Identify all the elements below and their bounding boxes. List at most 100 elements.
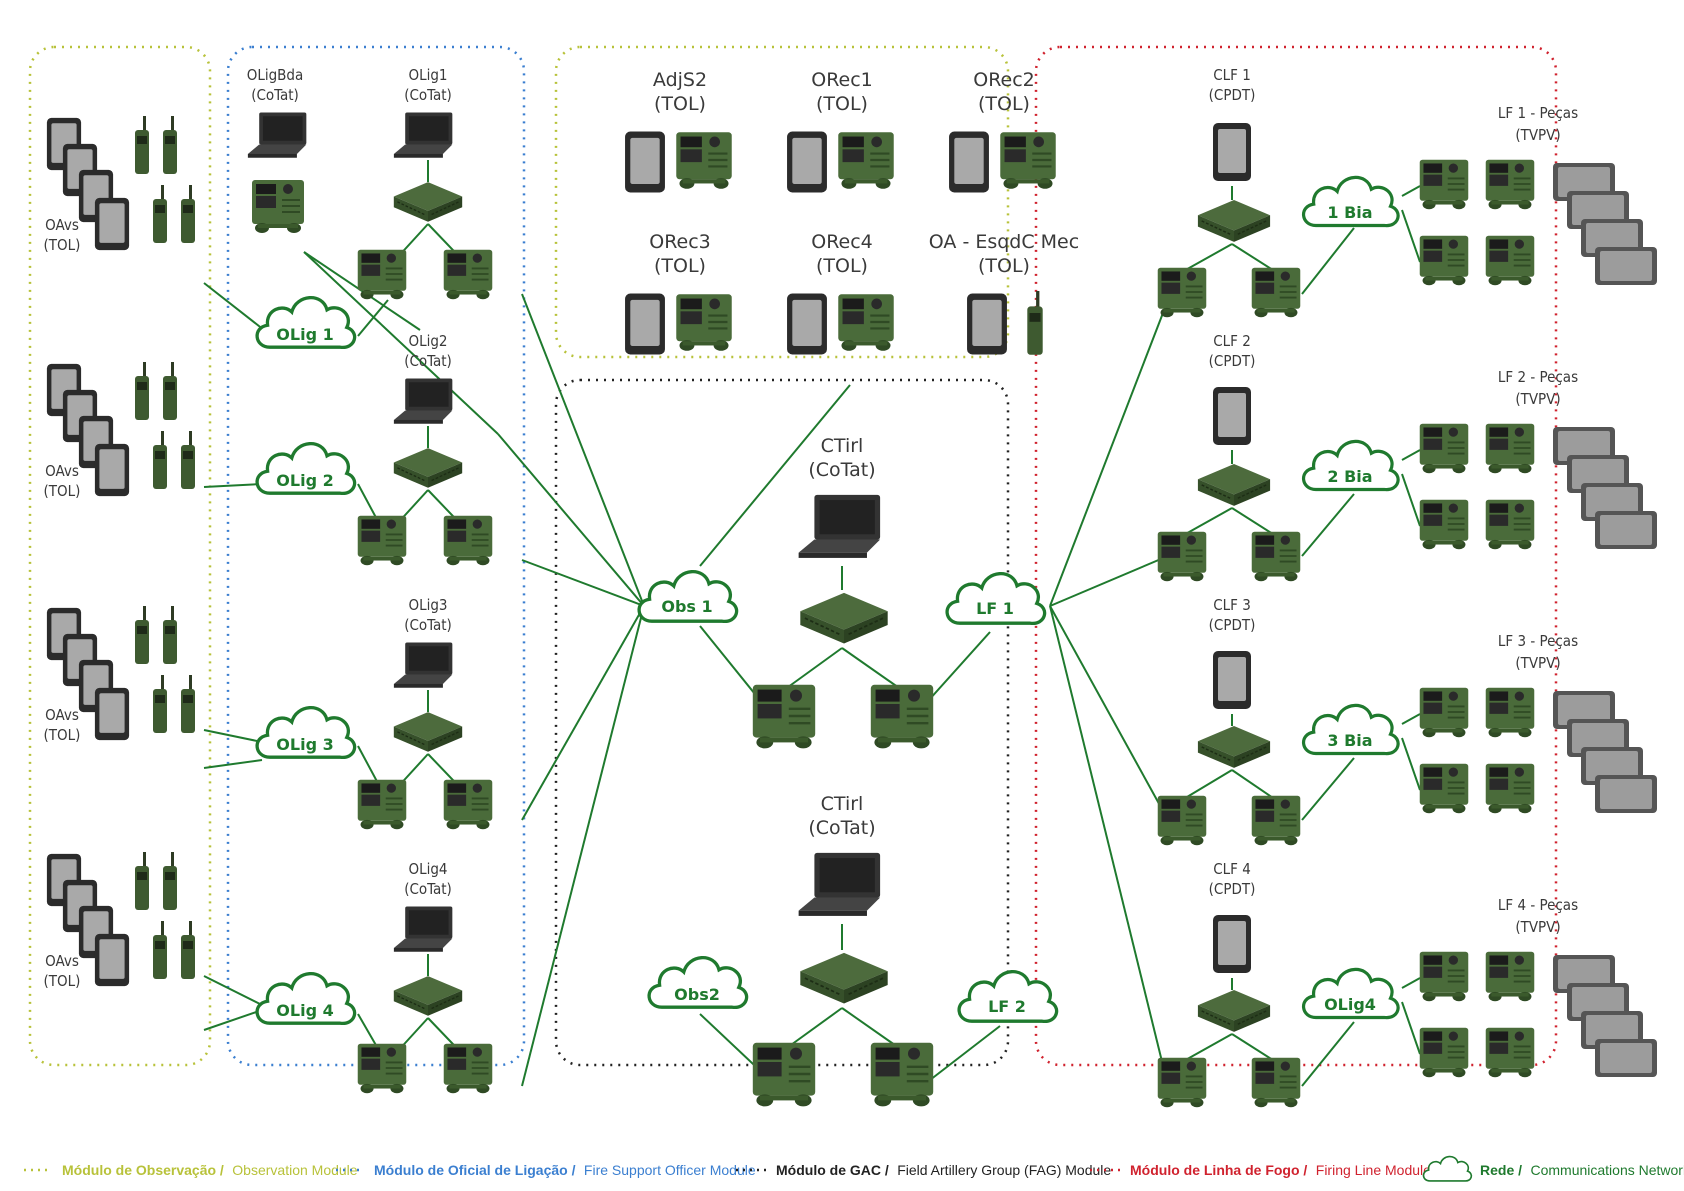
observation-column: OAvs (TOL) OAvs (TOL) OAvs (TOL) OAvs (T… (44, 116, 195, 990)
network-link (203, 483, 263, 488)
node-sublabel: (TOL) (816, 93, 868, 115)
observation-group-1: OAvs (TOL) (44, 116, 195, 254)
clf-node-1: CLF 1 (CPDT) (1156, 66, 1302, 319)
node-sublabel: (CPDT) (1209, 616, 1256, 634)
cloud-obs-1: Obs 1 (637, 569, 739, 624)
node-orec3: ORec3 (TOL) (625, 231, 733, 355)
network-link (357, 299, 389, 337)
cloud-obs-2: Obs2 (647, 955, 749, 1010)
fso-node-olig4: OLig4 (CoTat) (356, 860, 494, 1095)
network-link (1401, 185, 1421, 197)
node-adjs2: AdjS2 (TOL) (625, 69, 733, 193)
network-link (1231, 1033, 1277, 1063)
network-link (1401, 977, 1421, 989)
observation-group-4: OAvs (TOL) (44, 852, 195, 990)
network-link (1301, 227, 1355, 295)
node-label: ORec2 (973, 69, 1035, 91)
clf-node-4: CLF 4 (CPDT) (1156, 860, 1302, 1109)
network-link (1301, 757, 1355, 821)
node-label: LF 1 - Peças (1498, 104, 1578, 122)
cloud-label: LF 1 (976, 599, 1014, 618)
network-link (203, 1009, 263, 1031)
legend-observation: Módulo de Observação / Observation Modul… (62, 1162, 358, 1179)
node-sublabel: (TOL) (978, 255, 1030, 277)
pecas-group-1: LF 1 - Peças (TVPV) (1418, 104, 1657, 287)
cloud-label: OLig 2 (276, 471, 333, 490)
gac-center: CTirl (CoTat) CTirl (CoTat) Obs 1 LF 1 O… (637, 435, 1059, 1108)
node-sublabel: (CPDT) (1209, 86, 1256, 104)
node-label: CTirl (821, 435, 864, 457)
network-link (1231, 507, 1277, 537)
network-link (1181, 243, 1233, 273)
cloud-olig4-firing: OLig4 (1301, 967, 1400, 1020)
node-label: CLF 1 (1213, 66, 1251, 84)
network-link (1231, 243, 1277, 273)
cloud-label: OLig4 (1324, 995, 1376, 1014)
network-link (521, 559, 645, 607)
network-link (1401, 449, 1421, 461)
network-links (203, 160, 1421, 1087)
gac-top-boundary (554, 45, 1010, 359)
network-link (929, 1025, 1001, 1081)
network-link (203, 759, 263, 769)
fso-column: OLigBda (CoTat) OLig1 (CoTat) OLig2 (CoT… (247, 66, 494, 1095)
node-sublabel: (CoTat) (808, 459, 875, 481)
cloud-label: OLig 1 (276, 325, 333, 344)
cloud-label: 1 Bia (1327, 203, 1372, 222)
cloud-label: OLig 4 (276, 1001, 333, 1020)
network-link (521, 605, 645, 1087)
node-sublabel: (CPDT) (1209, 352, 1256, 370)
node-sublabel: (TOL) (654, 93, 706, 115)
network-link (1049, 299, 1169, 607)
node-sublabel: (TOL) (654, 255, 706, 277)
node-label: OLig2 (408, 332, 447, 350)
network-link (203, 729, 263, 743)
ctir-node-1: CTirl (CoTat) (751, 435, 935, 750)
network-link (303, 251, 499, 435)
node-label: OLig4 (408, 860, 447, 878)
oavs-sublabel: (TOL) (44, 482, 81, 500)
network-link (497, 433, 645, 607)
legend-fso: Módulo de Oficial de Ligação / Fire Supp… (374, 1162, 756, 1179)
cloud-lf-1: LF 1 (945, 571, 1047, 626)
cloud-label: Obs2 (674, 985, 720, 1004)
cloud-1-bia: 1 Bia (1301, 175, 1400, 228)
node-sublabel: (CoTat) (404, 352, 452, 370)
node-sublabel: (TOL) (816, 255, 868, 277)
node-sublabel: (CoTat) (404, 86, 452, 104)
oavs-sublabel: (TOL) (44, 726, 81, 744)
observation-group-3: OAvs (TOL) (44, 606, 195, 744)
cloud-olig-2: OLig 2 (255, 441, 357, 496)
network-link (1401, 473, 1421, 527)
node-sublabel: (CoTat) (808, 817, 875, 839)
legend-firing: Módulo de Linha de Fogo / Firing Line Mo… (1130, 1162, 1431, 1179)
node-sublabel: (TVPV) (1515, 390, 1560, 408)
network-link (1401, 713, 1421, 725)
node-orec1: ORec1 (TOL) (787, 69, 895, 193)
network-link (1401, 1001, 1421, 1055)
ctir-node-2: CTirl (CoTat) (751, 793, 935, 1108)
node-sublabel: (CoTat) (404, 880, 452, 898)
oavs-label: OAvs (45, 952, 79, 970)
network-link (521, 605, 645, 821)
node-label: CLF 4 (1213, 860, 1251, 878)
oavs-sublabel: (TOL) (44, 236, 81, 254)
node-orec4: ORec4 (TOL) (787, 231, 895, 355)
network-link (1049, 605, 1169, 821)
node-label: OLigBda (247, 66, 304, 84)
pecas-group-4: LF 4 - Peças (TVPV) (1418, 896, 1657, 1079)
network-link (1049, 605, 1169, 1087)
clf-node-2: CLF 2 (CPDT) (1156, 332, 1302, 583)
node-label: LF 3 - Peças (1498, 632, 1578, 650)
network-link (1401, 209, 1421, 263)
node-label: ORec1 (811, 69, 873, 91)
node-sublabel: (TVPV) (1515, 654, 1560, 672)
fso-node-olig2: OLig2 (CoTat) (356, 332, 494, 567)
node-label: CLF 2 (1213, 332, 1251, 350)
network-link (699, 384, 851, 567)
node-label: OLig1 (408, 66, 447, 84)
observation-group-2: OAvs (TOL) (44, 362, 195, 500)
network-link (1401, 737, 1421, 791)
gac-top-group: AdjS2 (TOL) ORec1 (TOL) ORec2 (TOL) ORec… (625, 69, 1079, 355)
